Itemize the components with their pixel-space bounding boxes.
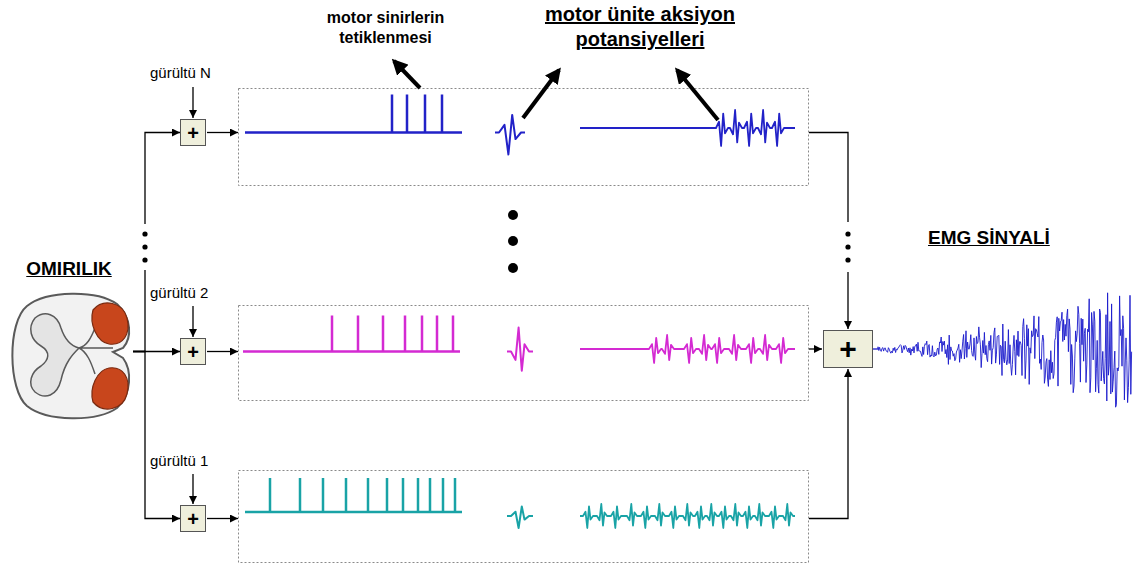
motor-unit-train: [580, 504, 795, 528]
ellipsis-dot: [142, 231, 147, 236]
ellipsis-dot: [508, 210, 518, 220]
annotation-label: motor sinirlerin tetiklenmesi: [318, 8, 453, 48]
output-heading: EMG SİNYALİ: [928, 226, 1050, 250]
channel-panel: [239, 471, 809, 563]
noise-sum-box: +: [180, 119, 206, 146]
sum-sign: +: [839, 334, 857, 364]
channel-panel: [239, 89, 809, 186]
spinal-cord-drawing: [5, 288, 133, 424]
output-wire: [809, 348, 822, 349]
ellipsis-dot: [845, 231, 850, 236]
line-gap: [139, 224, 151, 270]
noise-label: gürültü 2: [150, 284, 208, 303]
signal-arrow: [207, 132, 238, 133]
noise-arrow: [192, 474, 193, 504]
ellipsis-dot: [845, 244, 850, 249]
output-wire: [809, 369, 848, 519]
motor-unit-potential: [495, 115, 525, 155]
spinal-outline: [12, 294, 129, 419]
nerve-spike-train: [243, 316, 460, 352]
sum-sign: +: [187, 123, 199, 143]
gray-matter: [31, 314, 79, 396]
region-heading: OMIRILIK: [5, 256, 133, 282]
motor-unit-potential: [507, 506, 533, 528]
sum-sign: +: [187, 342, 199, 362]
noise-label: gürültü 1: [150, 452, 208, 471]
annotation-label: motor ünite aksiyon potansiyelleri: [515, 2, 765, 52]
motor-horn: [92, 303, 128, 344]
emg-trace: [878, 293, 1132, 407]
signal-traces: [243, 95, 1132, 529]
connector: [133, 352, 180, 519]
ellipsis-dot: [508, 236, 518, 246]
sum-sign: +: [187, 509, 199, 529]
leader-arrow: [394, 61, 420, 88]
noise-sum-box: +: [180, 505, 206, 532]
nerve-spike-train: [245, 478, 462, 512]
signal-arrow: [207, 351, 238, 352]
channel-panel: [239, 306, 809, 401]
ellipsis-dot: [845, 257, 850, 262]
summing-junction: +: [823, 330, 873, 368]
emg-wire: [873, 348, 878, 349]
motor-unit-potential: [507, 328, 533, 371]
leader-arrow: [677, 70, 718, 120]
nerve-spike-train: [245, 95, 462, 133]
ellipsis-dot: [508, 263, 518, 273]
noise-sum-box: +: [180, 338, 206, 365]
motor-unit-train: [580, 110, 795, 146]
ellipsis-dot: [142, 244, 147, 249]
spinal-cord: OMIRILIK: [5, 256, 133, 426]
ellipsis-dot: [142, 257, 147, 262]
leader-arrow: [523, 70, 559, 118]
noise-arrow: [192, 306, 193, 337]
output-wire: [847, 272, 848, 329]
output-wire: [809, 133, 848, 223]
motor-unit-train: [580, 335, 795, 363]
connector: [133, 133, 180, 352]
noise-arrow: [192, 87, 193, 118]
motor-horn: [92, 368, 128, 409]
noise-label: gürültü N: [150, 64, 211, 83]
signal-arrow: [207, 518, 238, 519]
